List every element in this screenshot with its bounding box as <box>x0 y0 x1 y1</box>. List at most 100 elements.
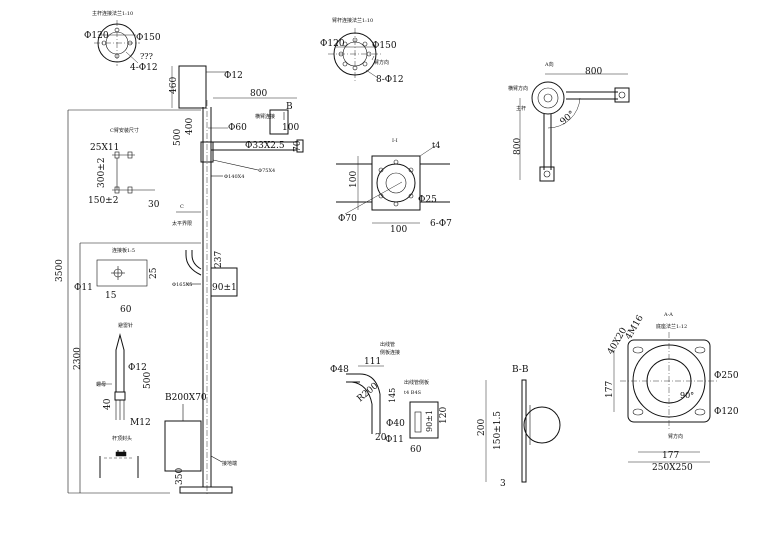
dim-25: 25 <box>149 267 159 279</box>
si-100h: 100 <box>390 225 407 235</box>
box-size: B200X70 <box>165 393 207 403</box>
elbow-detail: 出线管 侧板连接 Φ48 111 R200 145 20 Φ11 出线管侧板 t… <box>330 341 449 455</box>
view-a: A向 800 90° 800 横臂方向 主杆 <box>508 61 630 182</box>
dim-460: 460 <box>169 77 179 94</box>
va-note2: 主杆 <box>516 105 526 112</box>
flange1-outer-dia: Φ150 <box>136 33 161 43</box>
flange2-outer-dia: Φ150 <box>372 41 397 51</box>
va-note1: 横臂方向 <box>508 85 528 92</box>
size-150: 150±2 <box>88 196 118 206</box>
rod-500: 500 <box>143 372 153 389</box>
spacer-caption: 连接板1:5 <box>112 247 135 254</box>
rod-m12: M12 <box>130 418 151 428</box>
rod-caption: 避雷针 <box>118 322 133 329</box>
bf-250: 250X250 <box>652 463 693 473</box>
dim-400: 400 <box>185 118 195 135</box>
bb-150: 150±1.5 <box>493 411 503 450</box>
rod-label: 螺母 <box>96 381 106 388</box>
flange2-inner-dia: Φ120 <box>320 39 345 49</box>
va-angle: 90° <box>559 109 578 127</box>
ground-label: 接地端 <box>222 460 237 467</box>
dim-800-arm: 800 <box>250 89 267 99</box>
arm-label2: Φ75X4 <box>258 168 275 174</box>
lower-height: 2300 <box>73 347 83 370</box>
main-flange-view: 主杆连接法兰1:10 Φ120 Φ150 ??? 4-Φ12 <box>84 10 161 73</box>
bb-200: 200 <box>477 419 487 436</box>
size-300: 300±2 <box>97 158 107 188</box>
box-350: 350 <box>175 468 185 485</box>
rod-phi12: Φ12 <box>128 363 147 373</box>
bb-caption: B-B <box>512 365 529 375</box>
va-800v: 800 <box>513 138 523 155</box>
arm-install-caption: C臂安装尺寸 <box>110 127 139 134</box>
elbow-note2: t4 B4S <box>404 390 422 396</box>
dim-15: 15 <box>105 291 117 301</box>
el-phi40: Φ40 <box>386 419 405 429</box>
flange1-inner-dia: Φ120 <box>84 31 109 41</box>
base-flange-caption: 底座法兰1:12 <box>656 323 687 330</box>
view-a-caption: A向 <box>544 61 554 68</box>
size-25x11: 25X11 <box>90 143 119 153</box>
pole-elevation: 3500 2300 Φ12 460 800 B 横臂连接 100 70 Φ33X… <box>55 65 304 495</box>
section-bb: B-B 200 150±1.5 3 <box>477 365 561 489</box>
pole-mid-label: Φ165X5 <box>172 282 192 288</box>
bf-dir: 臂方向 <box>668 433 683 440</box>
elbow-sub: 侧板连接 <box>380 349 400 356</box>
phi11: Φ11 <box>74 283 93 293</box>
arm-flange-caption: 臂杆连接法兰1:10 <box>332 17 373 24</box>
cap-caption: 杆顶封头 <box>112 435 132 442</box>
total-height: 3500 <box>55 259 65 282</box>
arm-label1: 横臂连接 <box>255 113 275 120</box>
base-flange-view: A-A 底座法兰1:12 40X20 4M16 177 Φ250 Φ120 臂方… <box>605 312 739 473</box>
dim-500: 500 <box>173 129 183 146</box>
si-t4: t4 <box>432 141 440 150</box>
bf-phi120: Φ120 <box>714 407 739 417</box>
bb-3: 3 <box>500 479 506 489</box>
b-mark: B <box>286 102 293 112</box>
c-mark: C <box>180 204 184 210</box>
dim-100-arm: 100 <box>282 123 299 133</box>
el-120: 120 <box>439 407 449 424</box>
el-90: 90±1 <box>425 410 434 432</box>
si-phi70: Φ70 <box>338 214 357 224</box>
pole-top-dia: Φ12 <box>224 71 243 81</box>
dim-237: 237 <box>214 251 224 268</box>
si-holes: 6-Φ7 <box>430 219 452 229</box>
arm-flange-view: 臂杆连接法兰1:10 Φ120 Φ150 臂方向 8-Φ12 <box>320 17 404 85</box>
arm-tip: 70 <box>293 140 303 152</box>
bf-177v: 177 <box>605 381 615 398</box>
bf-phi250: Φ250 <box>714 371 739 381</box>
va-800: 800 <box>585 67 602 77</box>
pole-label1: Φ140X4 <box>224 174 244 180</box>
elbow-note1: 出线管侧板 <box>404 379 429 386</box>
el-phi48: Φ48 <box>330 365 349 375</box>
el-phi11: Φ11 <box>385 435 404 445</box>
bf-deg: 90° <box>680 391 694 400</box>
el-20: 20 <box>375 433 387 443</box>
bf-slot: 40X20 <box>606 326 629 357</box>
rod-40: 40 <box>103 398 113 410</box>
section-i-caption: I-I <box>392 138 398 144</box>
el-60: 60 <box>410 445 422 455</box>
flange2-holes: 8-Φ12 <box>376 75 404 85</box>
flange1-q: ??? <box>140 52 153 61</box>
dim-60-spacer: 60 <box>120 305 132 315</box>
section-i: I-I t4 100 Φ25 Φ70 100 6-Φ7 <box>336 138 452 235</box>
flange2-dir: 臂方向 <box>374 59 389 66</box>
c-note: 太平界限 <box>172 220 192 227</box>
elbow-caption: 出线管 <box>380 341 395 348</box>
base-a-caption: A-A <box>663 312 673 318</box>
bf-177h: 177 <box>662 451 679 461</box>
dim-90: 90±1 <box>212 283 237 293</box>
arm-pipe: Φ33X2.5 <box>245 141 285 151</box>
si-phi25: Φ25 <box>418 195 437 205</box>
main-flange-caption: 主杆连接法兰1:10 <box>92 10 133 17</box>
si-100v: 100 <box>349 171 359 188</box>
phi60: Φ60 <box>228 123 247 133</box>
el-111: 111 <box>364 357 381 367</box>
el-145: 145 <box>388 388 397 403</box>
bf-m16: 4M16 <box>624 313 646 341</box>
size-30: 30 <box>148 200 160 210</box>
flange1-holes: 4-Φ12 <box>130 63 158 73</box>
